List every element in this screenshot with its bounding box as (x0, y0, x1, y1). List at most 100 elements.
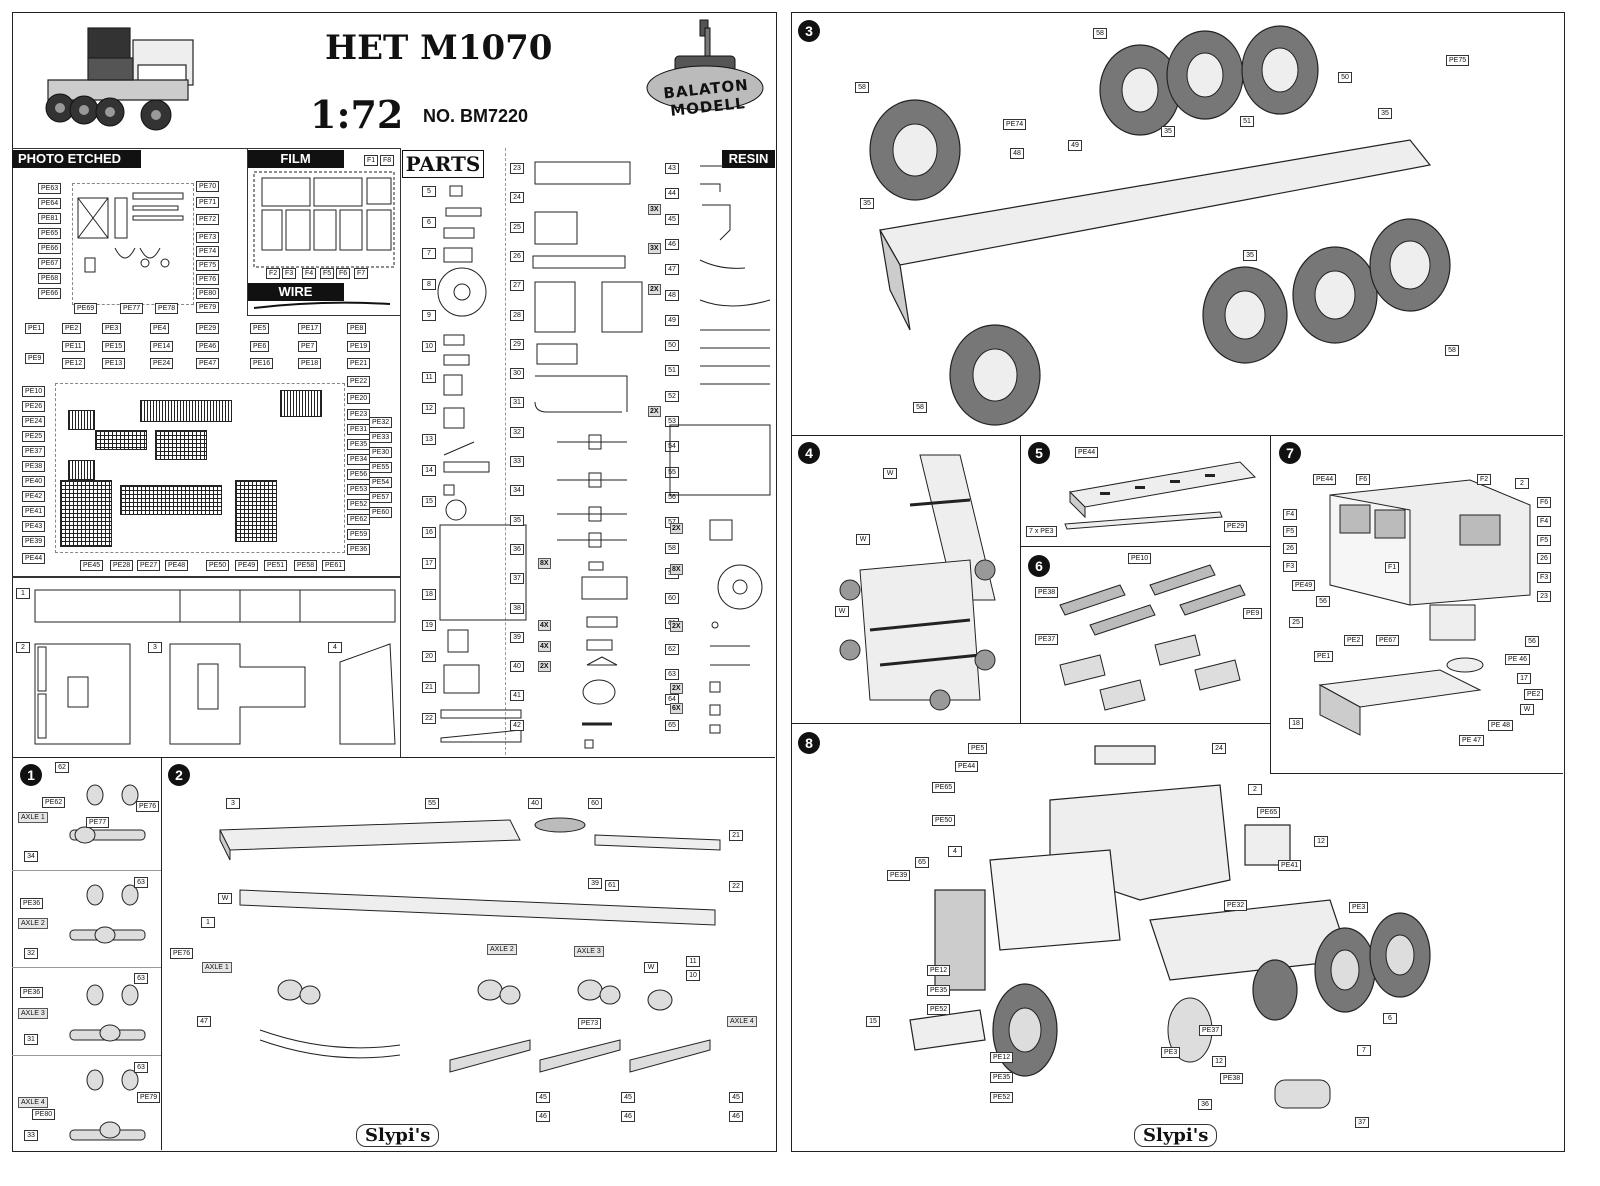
pe-label: PE37 (22, 446, 46, 457)
part-number-label: 34 (510, 485, 524, 497)
step3-wheels-drawing (869, 25, 1451, 426)
part-label: 11 (686, 956, 700, 967)
part-label: 35 (1161, 126, 1175, 137)
parts-col3-drawing (669, 165, 771, 734)
part-label: 22 (729, 881, 743, 892)
part-number-label: 50 (665, 340, 679, 352)
part-label: 23 (1537, 591, 1551, 602)
model-title: HET M1070 (325, 28, 553, 68)
part-label: 63 (134, 973, 148, 984)
part-number-label: 9 (422, 310, 436, 321)
part-number-label: 48 (665, 289, 679, 301)
pe-label: PE36 (347, 544, 371, 555)
part-number-label: 24 (510, 192, 524, 204)
part-number-label: 56 (665, 491, 679, 503)
part-number-label: 47 (665, 264, 679, 276)
pe-mesh-2 (120, 485, 222, 515)
part-label: 26 (1537, 553, 1551, 564)
part-label: 2 (1515, 478, 1529, 489)
pe-label: PE5 (250, 323, 270, 334)
parts-col2-drawing (532, 161, 643, 749)
step-number: 3 (798, 20, 820, 42)
pe-label: PE16 (250, 358, 274, 369)
part-label: 47 (197, 1016, 211, 1027)
pe-label: PE66 (38, 243, 62, 254)
axle-label: AXLE 4 (18, 1097, 48, 1108)
part-number-label: 21 (422, 682, 436, 693)
pe-label: PE24 (150, 358, 174, 369)
step1-sub-divider (12, 1055, 161, 1056)
step1-divider (161, 757, 162, 1150)
photo-etched-title: PHOTO ETCHED (12, 150, 141, 168)
part-label: 1 (201, 917, 215, 928)
part-label: 65 (915, 857, 929, 868)
pe-label: PE52 (347, 499, 371, 510)
pe-label: PE37 (1035, 634, 1059, 645)
part-label: W (218, 893, 232, 904)
film-label: F5 (320, 268, 335, 279)
pe-label: PE67 (1376, 635, 1400, 646)
pe-label: PE15 (102, 341, 126, 352)
pe-label: PE75 (196, 260, 220, 271)
pe-label: PE 46 (1505, 654, 1531, 665)
step-number: 2 (168, 764, 190, 786)
pe-label: PE57 (369, 492, 393, 503)
part-number-label: 55 (665, 466, 679, 478)
parts-title: PARTS (402, 150, 484, 178)
pe-label: PE44 (955, 761, 979, 772)
pe-label: PE67 (38, 258, 62, 269)
part-number-label: 17 (422, 558, 436, 569)
pe-label: PE32 (1224, 900, 1248, 911)
part-label: 35 (1243, 250, 1257, 261)
pe-label: PE35 (347, 439, 371, 450)
pe-label: PE1 (1314, 651, 1334, 662)
pe-label: PE1 (25, 323, 45, 334)
pe-label: PE33 (369, 432, 393, 443)
pe-label: PE73 (196, 232, 220, 243)
part-number-label: 36 (510, 543, 524, 555)
part-number-label: 35 (510, 514, 524, 526)
part-label: F3 (1283, 561, 1298, 572)
pe-label: PE48 (165, 560, 189, 571)
multiplier-badge: 2X (670, 523, 683, 534)
pe-label: PE3 (1349, 902, 1369, 913)
part-number-label: 31 (510, 397, 524, 409)
part-label: 58 (855, 82, 869, 93)
pe-label: PE80 (196, 288, 220, 299)
left-page-divider (12, 757, 775, 758)
part-number-label: 30 (510, 368, 524, 380)
part-label: 39 (588, 878, 602, 889)
part-label: 21 (729, 830, 743, 841)
part-label: 7 (1357, 1045, 1371, 1056)
part-number-label: 18 (422, 589, 436, 600)
axle-label: AXLE 1 (18, 812, 48, 823)
part-number-label: 16 (422, 527, 436, 538)
part-label: 46 (729, 1111, 743, 1122)
step4-bottom-divider (791, 723, 1270, 724)
pe-label: PE52 (927, 1004, 951, 1015)
pe-label: PE71 (196, 197, 220, 208)
pe-label: PE49 (1292, 580, 1316, 591)
pe-label: PE44 (22, 553, 46, 564)
part-label: 32 (24, 948, 38, 959)
pe-label: PE38 (1035, 587, 1059, 598)
multiplier-badge: 4X (538, 620, 551, 631)
part-number-label: 23 (510, 163, 524, 174)
pe-label: PE62 (347, 514, 371, 525)
part-label: 12 (1212, 1056, 1226, 1067)
film-label: F7 (354, 268, 369, 279)
pe-label: PE66 (38, 288, 62, 299)
part-label: 3 (226, 798, 240, 809)
pe-label: PE59 (347, 529, 371, 540)
pe-label: PE74 (196, 246, 220, 257)
step7-bottom-divider (1270, 773, 1563, 774)
brand-logo (646, 19, 764, 111)
step3-bottom-divider (791, 435, 1563, 436)
part-number-label: 60 (665, 593, 679, 605)
axle-label: AXLE 2 (18, 918, 48, 929)
part-label: 50 (1338, 72, 1352, 83)
truck-illustration (45, 27, 194, 131)
part-number-label: 33 (510, 456, 524, 467)
pe-small-parts-drawing (77, 192, 184, 273)
part-label: 46 (621, 1111, 635, 1122)
